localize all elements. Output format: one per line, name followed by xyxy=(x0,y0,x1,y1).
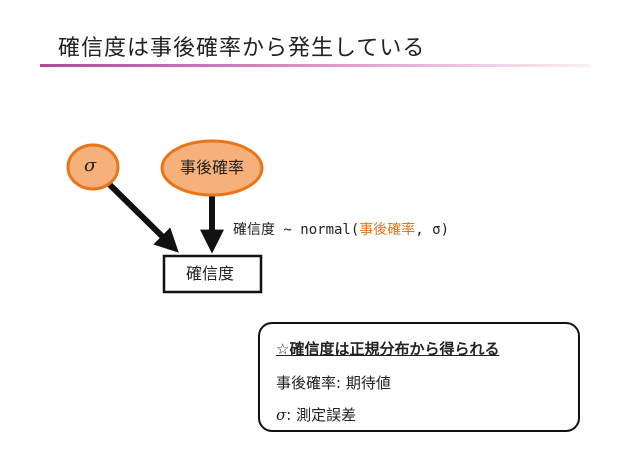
note-sigma-symbol: σ xyxy=(276,406,287,424)
formula-suffix: , σ) xyxy=(415,222,450,238)
formula-prefix: 確信度 ~ normal( xyxy=(233,222,360,238)
note-heading: ☆確信度は正規分布から得られる xyxy=(276,340,500,358)
sigma-node xyxy=(66,143,120,191)
title-underline xyxy=(40,64,590,67)
edge-sigma-to-confidence xyxy=(105,180,179,253)
confidence-node-label: 確信度 xyxy=(186,264,235,283)
sigma-node-label: σ xyxy=(84,155,97,176)
formula-highlight: 事後確率 xyxy=(359,222,416,238)
distribution-formula: 確信度 ~ normal(事後確率, σ) xyxy=(233,219,449,239)
posterior-node-label: 事後確率 xyxy=(180,158,245,177)
confidence-node xyxy=(162,254,263,294)
note-error-text: : 測定誤差 xyxy=(286,406,357,424)
note-line-expectation: 事後確率: 期待値 xyxy=(276,374,391,392)
slide-title: 確信度は事後確率から発生している xyxy=(58,36,426,61)
note-box: ☆確信度は正規分布から得られる 事後確率: 期待値 σ: 測定誤差 xyxy=(258,322,580,432)
note-line-error: σ: 測定誤差 xyxy=(276,404,356,425)
posterior-node xyxy=(160,139,264,197)
